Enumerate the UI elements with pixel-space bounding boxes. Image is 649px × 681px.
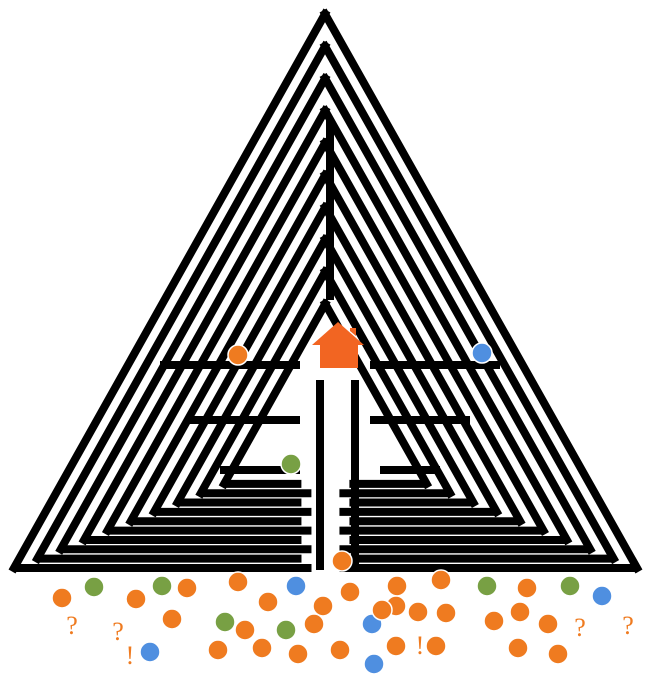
orange-dot — [538, 614, 558, 634]
orange-dot — [258, 592, 278, 612]
orange-dot — [313, 596, 333, 616]
blue-dot — [140, 642, 160, 662]
orange-dot — [126, 589, 146, 609]
green-dot — [477, 576, 497, 596]
orange-dot — [177, 578, 197, 598]
maze-wall — [84, 111, 325, 540]
orange-dot — [162, 609, 182, 629]
dot-crowd — [52, 570, 612, 674]
question-mark: ? — [574, 615, 586, 641]
orange-dot — [386, 636, 406, 656]
question-mark: ? — [112, 619, 124, 645]
orange-dot — [288, 644, 308, 664]
blue-dot — [364, 654, 384, 674]
orange-dot — [387, 576, 407, 596]
orange-dot — [484, 611, 504, 631]
orange-dot — [330, 640, 350, 660]
orange-dot — [510, 602, 530, 622]
green-dot — [281, 454, 301, 474]
exclamation-mark: ! — [416, 633, 425, 659]
blue-dot — [472, 343, 492, 363]
orange-dot — [52, 588, 72, 608]
triangular-maze — [14, 14, 637, 570]
orange-dot — [508, 638, 528, 658]
green-dot — [560, 576, 580, 596]
orange-dot — [208, 640, 228, 660]
green-dot — [152, 576, 172, 596]
blue-dot — [286, 576, 306, 596]
green-dot — [84, 577, 104, 597]
exclamation-mark: ! — [126, 643, 135, 669]
orange-dot — [548, 644, 568, 664]
orange-dot — [436, 603, 456, 623]
orange-dot — [228, 572, 248, 592]
orange-dot — [408, 602, 428, 622]
orange-dot — [431, 570, 451, 590]
maze-wall — [325, 111, 567, 540]
green-dot — [276, 620, 296, 640]
orange-dot — [252, 638, 272, 658]
orange-dot — [304, 614, 324, 634]
question-mark: ? — [622, 613, 634, 639]
orange-dot — [332, 551, 352, 571]
blue-dot — [592, 586, 612, 606]
question-mark: ? — [66, 613, 78, 639]
orange-dot — [517, 578, 537, 598]
orange-dot — [372, 600, 392, 620]
orange-dot — [228, 345, 248, 365]
orange-dot — [340, 582, 360, 602]
orange-dot — [235, 620, 255, 640]
orange-dot — [426, 636, 446, 656]
green-dot — [215, 612, 235, 632]
